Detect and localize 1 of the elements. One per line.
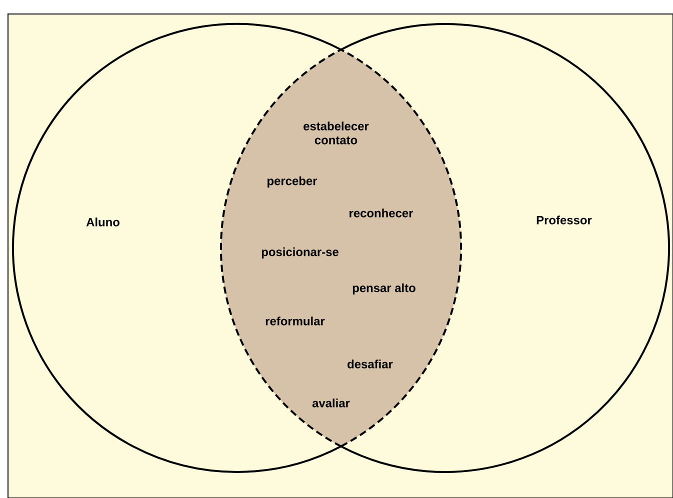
overlap-lens: estabelecer contato perceber reconhecer posicionar-se pensar alto reformular desafiar avaliar (220, 48, 462, 448)
